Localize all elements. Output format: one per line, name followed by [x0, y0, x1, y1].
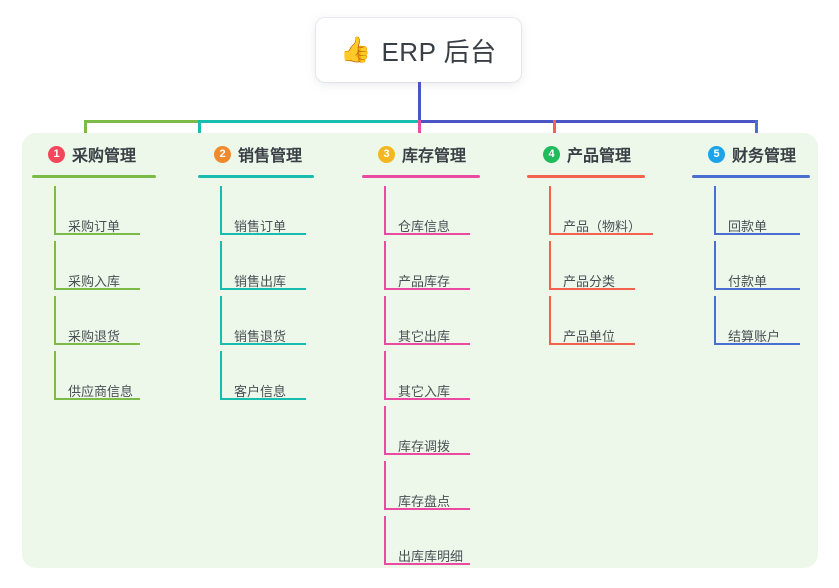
column-title-1: 采购管理	[72, 148, 137, 165]
column-rule-5	[692, 175, 810, 178]
item-rule	[384, 398, 470, 400]
item-rule	[220, 343, 306, 345]
item-rule	[54, 233, 140, 235]
item-spine	[384, 461, 386, 510]
thumbs-up-emoji: 👍	[340, 35, 372, 64]
column-title-5: 财务管理	[732, 148, 797, 165]
item-rule	[714, 233, 800, 235]
column-rule-2	[198, 175, 314, 178]
list-item[interactable]: 采购入库	[68, 274, 121, 289]
item-spine	[384, 351, 386, 400]
item-spine	[220, 351, 222, 400]
item-rule	[549, 288, 635, 290]
item-rule	[549, 233, 653, 235]
item-spine	[54, 241, 56, 290]
list-item[interactable]: 结算账户	[728, 329, 781, 344]
column-title-4: 产品管理	[567, 148, 632, 165]
list-item[interactable]: 付款单	[728, 274, 768, 289]
item-spine	[549, 241, 551, 290]
list-item[interactable]: 采购订单	[68, 219, 121, 234]
item-spine	[714, 296, 716, 345]
bus-segment-green	[84, 120, 201, 123]
list-item[interactable]: 仓库信息	[398, 219, 451, 234]
column-rule-3	[362, 175, 480, 178]
item-spine	[384, 296, 386, 345]
item-spine	[220, 186, 222, 235]
column-5: 5 财务管理回款单付款单结算账户	[692, 142, 810, 345]
column-4: 4 产品管理产品（物料） 产品分类产品单位	[527, 142, 653, 345]
item-spine	[220, 296, 222, 345]
item-rule	[54, 288, 140, 290]
item-spine	[714, 186, 716, 235]
list-item[interactable]: 其它入库	[398, 384, 451, 399]
item-spine	[714, 241, 716, 290]
content-panel	[22, 133, 818, 568]
item-spine	[54, 186, 56, 235]
item-rule	[714, 343, 800, 345]
item-rule	[384, 508, 470, 510]
item-spine	[54, 296, 56, 345]
list-item[interactable]: 销售出库	[234, 274, 287, 289]
item-rule	[384, 343, 470, 345]
item-rule	[384, 453, 470, 455]
item-spine	[384, 241, 386, 290]
item-rule	[384, 288, 470, 290]
list-item[interactable]: 客户信息	[234, 384, 287, 399]
item-spine	[384, 186, 386, 235]
column-badge-5: 5	[708, 145, 725, 163]
page-title: ERP 后台	[381, 36, 497, 67]
column-header-3[interactable]: 3 库存管理	[362, 142, 466, 166]
column-title-2: 销售管理	[238, 148, 303, 165]
list-item[interactable]: 库存调拨	[398, 439, 451, 454]
list-item[interactable]: 其它出库	[398, 329, 451, 344]
column-header-4[interactable]: 4 产品管理	[527, 142, 631, 166]
list-item[interactable]: 供应商信息	[68, 384, 134, 399]
item-rule	[220, 233, 306, 235]
column-header-1[interactable]: 1 采购管理	[32, 142, 136, 166]
root-title-card[interactable]: 👍 ERP 后台	[316, 18, 521, 82]
item-rule	[714, 288, 800, 290]
item-spine	[384, 406, 386, 455]
column-title-3: 库存管理	[402, 148, 467, 165]
list-item[interactable]: 产品分类	[563, 274, 616, 289]
list-item[interactable]: 库存盘点	[398, 494, 451, 509]
item-spine	[549, 296, 551, 345]
item-rule	[549, 343, 635, 345]
column-rule-4	[527, 175, 645, 178]
column-header-5[interactable]: 5 财务管理	[692, 142, 796, 166]
list-item[interactable]: 出库库明细	[398, 549, 464, 564]
list-item[interactable]: 采购退货	[68, 329, 121, 344]
column-header-2[interactable]: 2 销售管理	[198, 142, 302, 166]
item-rule	[384, 563, 470, 565]
column-1: 1 采购管理采购订单采购入库采购退货供应商信息	[32, 142, 156, 400]
list-item[interactable]: 回款单	[728, 219, 768, 234]
list-item[interactable]: 销售订单	[234, 219, 287, 234]
item-spine	[384, 516, 386, 565]
column-badge-4: 4	[543, 145, 560, 163]
column-3: 3 库存管理仓库信息产品库存其它出库其它入库库存调拨库存盘点出库库明细	[362, 142, 480, 565]
column-badge-2: 2	[214, 145, 231, 163]
bus-segment-blue	[418, 120, 758, 123]
item-rule	[54, 398, 140, 400]
column-rule-1	[32, 175, 156, 178]
list-item[interactable]: 产品库存	[398, 274, 451, 289]
list-item[interactable]: 销售退货	[234, 329, 287, 344]
item-rule	[220, 398, 306, 400]
column-badge-3: 3	[378, 145, 395, 163]
list-item[interactable]: 产品单位	[563, 329, 616, 344]
item-rule	[54, 343, 140, 345]
column-badge-1: 1	[48, 145, 65, 163]
item-spine	[220, 241, 222, 290]
list-item[interactable]: 产品（物料）	[563, 219, 642, 234]
item-rule	[220, 288, 306, 290]
root-stem-line	[418, 82, 421, 123]
column-2: 2 销售管理销售订单销售出库销售退货客户信息	[198, 142, 314, 400]
item-spine	[54, 351, 56, 400]
bus-segment-teal	[198, 120, 421, 123]
item-spine	[549, 186, 551, 235]
item-rule	[384, 233, 470, 235]
